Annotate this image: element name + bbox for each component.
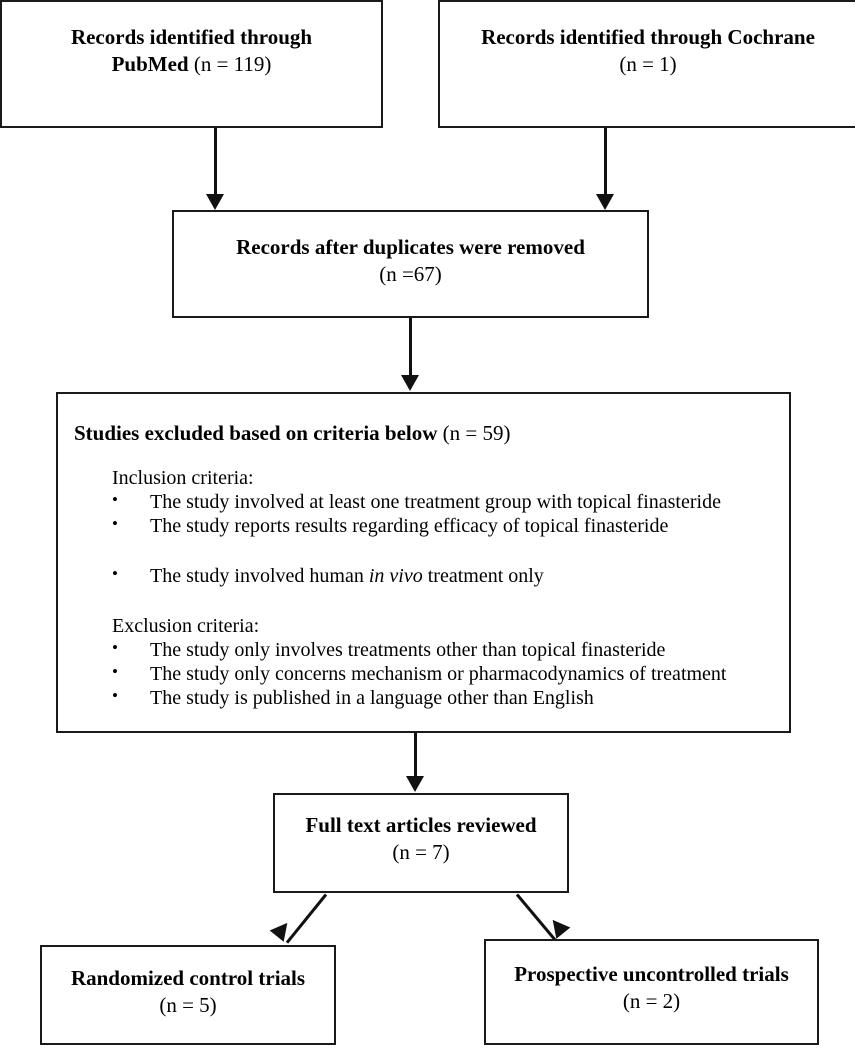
node-records-after-duplicates-count: (n =67) (379, 261, 442, 286)
arrowhead-cochrane-to-duplicates (596, 194, 614, 210)
node-studies-excluded: Studies excluded based on criteria below… (56, 392, 791, 733)
list-item: The study involved at least one treatmen… (112, 491, 779, 512)
node-prospective-uncontrolled-trials: Prospective uncontrolled trials (n = 2) (484, 939, 819, 1045)
node-prospective-uncontrolled-trials-count: (n = 2) (622, 988, 681, 1013)
connector-pubmed-to-duplicates (214, 128, 217, 196)
inclusion-criteria-list-italic: The study involved human in vivo treatme… (112, 565, 779, 587)
list-item: The study reports results regarding effi… (112, 515, 779, 536)
list-item: The study only concerns mechanism or pha… (112, 663, 779, 684)
node-records-cochrane-line1: Records identified through Cochrane (481, 25, 815, 49)
connector-cochrane-to-duplicates (604, 128, 607, 196)
arrowhead-criteria-to-fulltext (406, 776, 424, 792)
node-records-pubmed-line1: Records identified through (70, 25, 313, 49)
node-records-cochrane-count: (n = 1) (619, 51, 677, 76)
node-prospective-uncontrolled-trials-line1: Prospective uncontrolled trials (514, 962, 789, 986)
exclusion-criteria-label: Exclusion criteria: (112, 615, 260, 637)
inclusion-criteria-label: Inclusion criteria: (112, 467, 254, 489)
connector-fulltext-to-prospective (515, 893, 559, 943)
inclusion-criteria-list: The study involved at least one treatmen… (112, 491, 779, 536)
node-studies-excluded-count: (n = 59) (437, 421, 511, 445)
node-full-text-articles-count: (n = 7) (392, 839, 450, 864)
connector-fulltext-to-rct (285, 893, 328, 944)
connector-duplicates-to-criteria (409, 318, 412, 378)
node-records-pubmed-count: (n = 119) (188, 51, 272, 76)
exclusion-criteria-list: The study only involves treatments other… (112, 639, 779, 708)
list-item-post: treatment only (422, 565, 544, 587)
list-item: The study involved human in vivo treatme… (112, 565, 779, 587)
node-records-after-duplicates: Records after duplicates were removed (n… (172, 210, 649, 318)
node-records-pubmed-line2: PubMed (n = 119) (112, 51, 272, 78)
node-records-cochrane: Records identified through Cochrane (n =… (438, 0, 855, 128)
criteria-body: Inclusion criteria: The study involved a… (112, 468, 779, 712)
node-records-pubmed: Records identified through PubMed (n = 1… (0, 0, 383, 128)
node-studies-excluded-heading: Studies excluded based on criteria below… (74, 421, 511, 446)
node-randomized-control-trials-line1: Randomized control trials (70, 966, 306, 990)
arrowhead-duplicates-to-criteria (401, 375, 419, 391)
node-full-text-articles: Full text articles reviewed (n = 7) (273, 793, 569, 893)
node-studies-excluded-heading-text: Studies excluded based on criteria below (74, 421, 438, 445)
list-item: The study is published in a language oth… (112, 687, 779, 708)
arrowhead-pubmed-to-duplicates (206, 194, 224, 210)
node-records-after-duplicates-line1: Records after duplicates were removed (236, 235, 585, 259)
node-records-pubmed-source: PubMed (111, 51, 189, 76)
node-full-text-articles-line1: Full text articles reviewed (305, 813, 537, 837)
list-item-pre: The study involved human (150, 565, 369, 587)
list-item-italic: in vivo (368, 565, 423, 587)
node-randomized-control-trials: Randomized control trials (n = 5) (40, 945, 336, 1045)
connector-criteria-to-fulltext (414, 733, 417, 780)
node-randomized-control-trials-count: (n = 5) (159, 992, 217, 1017)
spacer (112, 540, 779, 566)
list-item: The study only involves treatments other… (112, 639, 779, 660)
spacer (112, 590, 779, 616)
